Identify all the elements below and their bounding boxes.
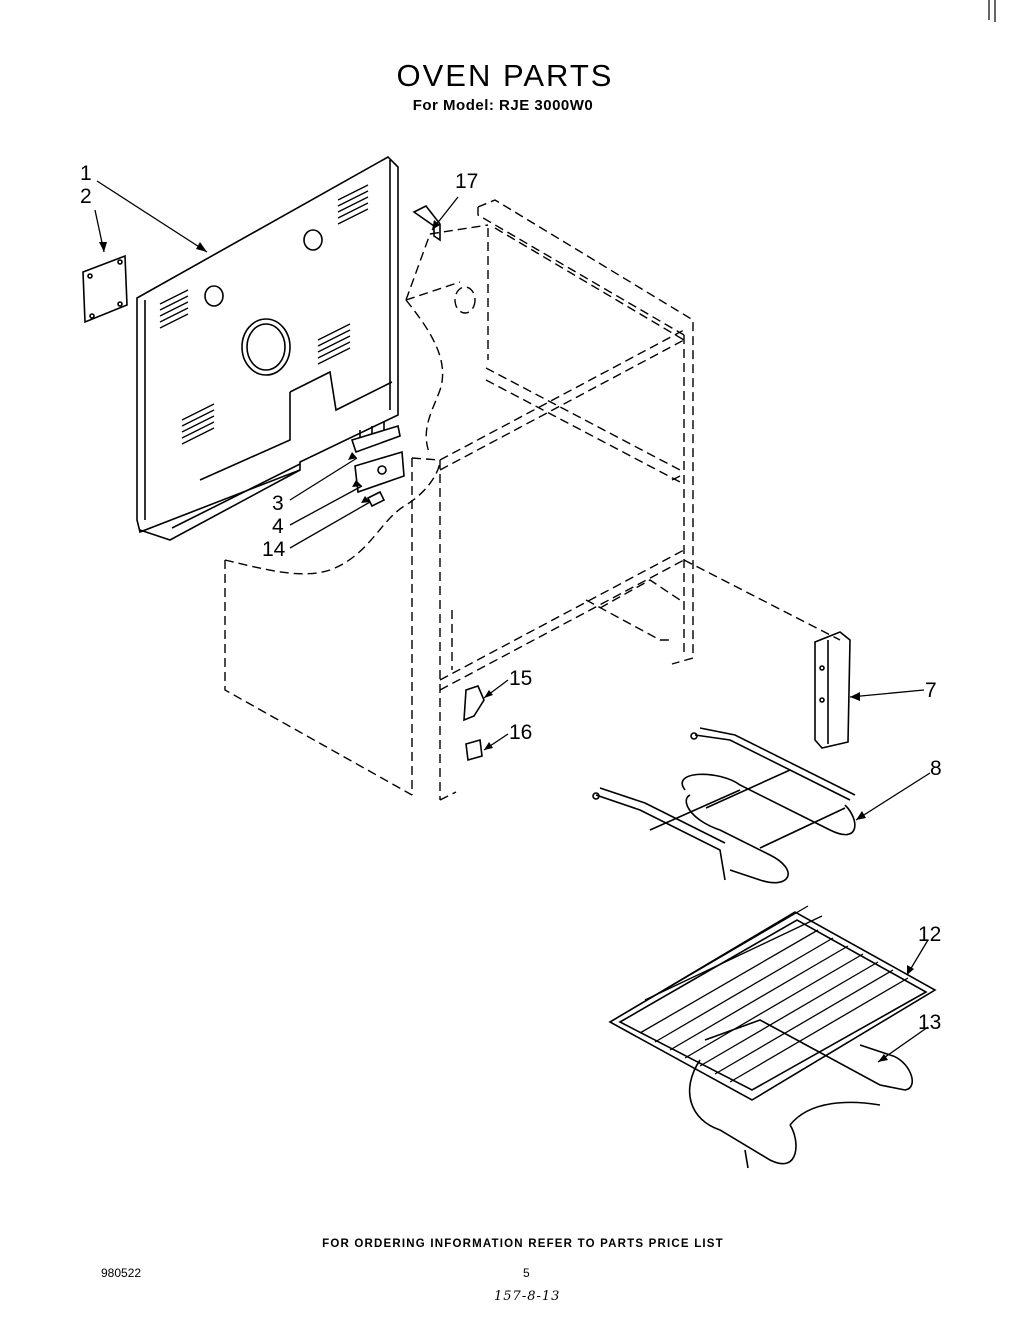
handwritten-code: 157-8-13 — [494, 1289, 561, 1304]
hinge-clip — [463, 685, 485, 762]
callout-8: 8 — [930, 757, 942, 780]
broil-element — [688, 1019, 914, 1169]
callout-12: 12 — [918, 923, 941, 946]
callout-13: 13 — [918, 1011, 941, 1034]
arrowheads — [99, 220, 914, 1062]
callout-1: 1 — [80, 162, 92, 185]
callout-17: 17 — [455, 170, 478, 193]
callout-14: 14 — [262, 538, 286, 561]
document-code: 980522 — [101, 1266, 142, 1280]
callout-15: 15 — [509, 667, 532, 690]
terminal-block — [350, 422, 405, 508]
callout-4: 4 — [272, 515, 284, 538]
cover-plate — [82, 254, 128, 324]
rear-panel — [136, 156, 399, 541]
page-number: 5 — [523, 1266, 530, 1280]
oven-rack — [608, 905, 937, 1101]
leader-lines — [94, 180, 931, 1063]
side-trim — [814, 631, 851, 749]
ordering-note: FOR ORDERING INFORMATION REFER TO PARTS … — [322, 1238, 724, 1250]
page-title: OVEN PARTS — [396, 58, 614, 93]
callout-16: 16 — [509, 721, 532, 744]
callout-2: 2 — [80, 185, 92, 208]
range-cabinet-outline — [224, 199, 841, 801]
callout-3: 3 — [272, 492, 284, 515]
model-subtitle: For Model: RJE 3000W0 — [412, 97, 594, 114]
bake-element — [592, 727, 856, 884]
callout-7: 7 — [925, 679, 937, 702]
